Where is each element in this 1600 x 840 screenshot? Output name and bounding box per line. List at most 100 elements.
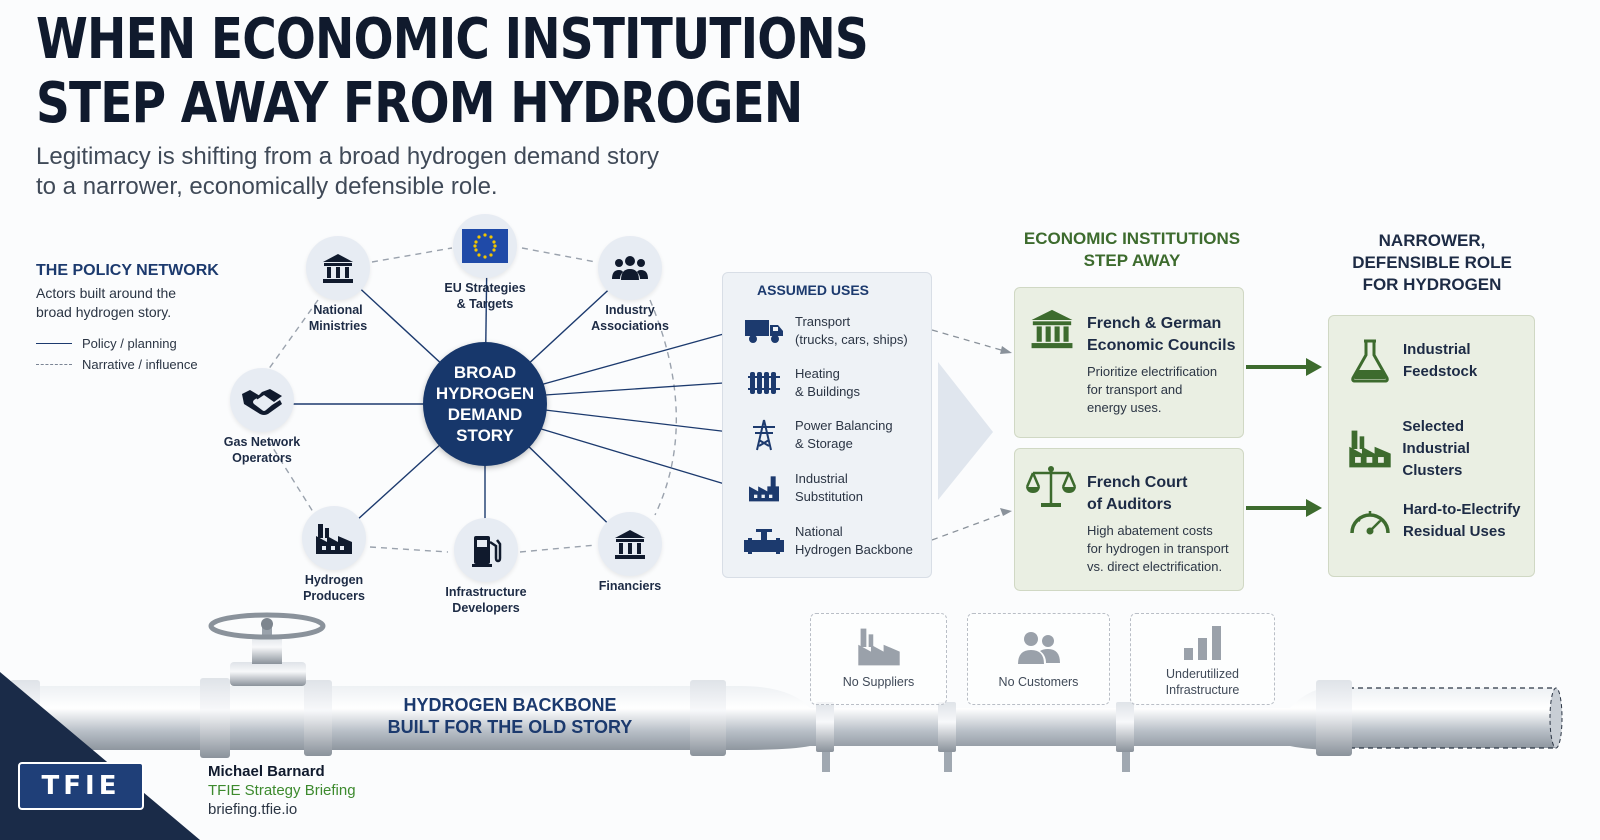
- dashed-line-swatch: [36, 364, 72, 365]
- solid-line-swatch: [36, 343, 72, 344]
- legend-heading: THE POLICY NETWORK: [36, 262, 219, 279]
- node-label-line-2: & Targets: [456, 297, 514, 311]
- use-label-line-1: National: [795, 524, 843, 539]
- brand-name: TFIE Strategy Briefing: [208, 782, 356, 799]
- node-label-line-2: Associations: [591, 319, 669, 333]
- use-label-line-1: Transport: [795, 314, 851, 329]
- card-desc-line-2: for hydrogen in transport: [1087, 541, 1229, 556]
- title-line-1: WHEN ECONOMIC INSTITUTIONS: [36, 7, 869, 72]
- card-desc-line-2: for transport and: [1087, 382, 1183, 397]
- green-arrows: [1246, 358, 1322, 517]
- use-transport: Transport (trucks, cars, ships): [743, 313, 908, 349]
- pipe-valve-icon: [743, 523, 785, 559]
- site-url[interactable]: briefing.tfie.io: [208, 801, 298, 818]
- role-label-line-1: Industrial: [1403, 341, 1471, 358]
- role-heading-line-1: NARROWER,: [1378, 231, 1486, 250]
- title-line-2: STEP AWAY FROM HYDROGEN: [36, 71, 803, 136]
- legend-text-line-1: Actors built around the: [36, 285, 177, 301]
- legend-solid-row: Policy / planning: [36, 336, 236, 351]
- role-label-line-1: Selected Industrial: [1402, 418, 1470, 457]
- truck-icon: [743, 313, 785, 349]
- subtitle-line-2: to a narrower, economically defensible r…: [36, 173, 498, 200]
- stranded-label-line-1: Underutilized: [1166, 667, 1239, 681]
- use-label-line-2: & Buildings: [795, 384, 861, 399]
- factory-icon: [1345, 424, 1394, 474]
- node-label-line-1: Financiers: [598, 579, 662, 593]
- radiator-icon: [743, 365, 785, 401]
- stranded-label-line-1: No Suppliers: [842, 675, 915, 689]
- role-label-line-2: Feedstock: [1403, 363, 1478, 380]
- flask-icon: [1345, 336, 1395, 386]
- institutions-heading: ECONOMIC INSTITUTIONS STEP AWAY: [1012, 228, 1252, 272]
- legend-dashed-label: Narrative / influence: [82, 357, 198, 372]
- card-desc-line-3: energy uses.: [1087, 400, 1162, 415]
- government-building-icon: [1027, 306, 1077, 357]
- use-label-line-1: Heating: [795, 366, 840, 381]
- use-power-balancing: Power Balancing& Storage: [743, 417, 893, 453]
- subtitle-line-1: Legitimacy is shifting from a broad hydr…: [36, 143, 659, 170]
- bar-chart-icon: [1131, 624, 1274, 660]
- factory-icon: [743, 470, 785, 506]
- use-label-line-2: (trucks, cars, ships): [795, 332, 908, 347]
- gauge-icon: [1345, 496, 1395, 546]
- fuel-pump-icon: [454, 518, 518, 582]
- hub-line-4: STORY: [456, 426, 514, 445]
- page-subtitle: Legitimacy is shifting from a broad hydr…: [36, 142, 659, 202]
- hub-line-2: HYDROGEN: [435, 384, 535, 403]
- hydrogen-pipeline: [0, 612, 1563, 772]
- institutions-heading-line-2: STEP AWAY: [1083, 251, 1181, 270]
- government-building-icon: [306, 236, 370, 300]
- node-financiers: Financiers: [560, 512, 700, 594]
- factory-icon: [811, 624, 946, 668]
- stranded-no-customers: No Customers: [967, 613, 1110, 705]
- node-label-line-2: Developers: [452, 601, 520, 615]
- legend-solid-label: Policy / planning: [82, 336, 177, 351]
- node-label-line-2: Operators: [232, 451, 292, 465]
- use-label-line-2: & Storage: [795, 436, 853, 451]
- assumed-uses-panel: ASSUMED USES Transport(trucks, cars, shi…: [722, 272, 932, 578]
- broad-hydrogen-demand-hub: BROAD HYDROGEN DEMAND STORY: [423, 342, 547, 466]
- node-label: Financiers: [560, 578, 700, 594]
- author-name: Michael Barnard: [208, 763, 325, 780]
- backbone-label-line-2: BUILT FOR THE OLD STORY: [387, 717, 633, 737]
- stranded-label-line-2: Infrastructure: [1165, 683, 1240, 697]
- node-eu-strategies: EU Strategies & Targets: [415, 214, 555, 312]
- role-heading: NARROWER, DEFENSIBLE ROLE FOR HYDROGEN: [1330, 230, 1534, 296]
- node-label-line-2: Ministries: [308, 319, 368, 333]
- power-pylon-icon: [743, 417, 785, 453]
- handshake-icon: [230, 368, 294, 432]
- node-label-line-1: EU Strategies: [444, 281, 526, 295]
- hub-line-3: DEMAND: [447, 405, 523, 424]
- use-label-line-2: Substitution: [795, 489, 863, 504]
- logo-text: TFIE: [41, 771, 121, 801]
- institutions-heading-line-1: ECONOMIC INSTITUTIONS: [1023, 229, 1241, 248]
- card-title-line-1: French Court: [1087, 474, 1188, 491]
- role-heading-line-2: DEFENSIBLE ROLE: [1352, 253, 1512, 272]
- use-heating: Heating & Buildings: [743, 365, 860, 401]
- scales-icon: [1025, 463, 1077, 514]
- legend-dashed-row: Narrative / influence: [36, 357, 236, 372]
- node-label-line-2: Producers: [303, 589, 365, 603]
- role-heading-line-3: FOR HYDROGEN: [1362, 275, 1502, 294]
- hub-line-1: BROAD: [453, 363, 517, 382]
- card-desc-line-1: High abatement costs: [1087, 523, 1213, 538]
